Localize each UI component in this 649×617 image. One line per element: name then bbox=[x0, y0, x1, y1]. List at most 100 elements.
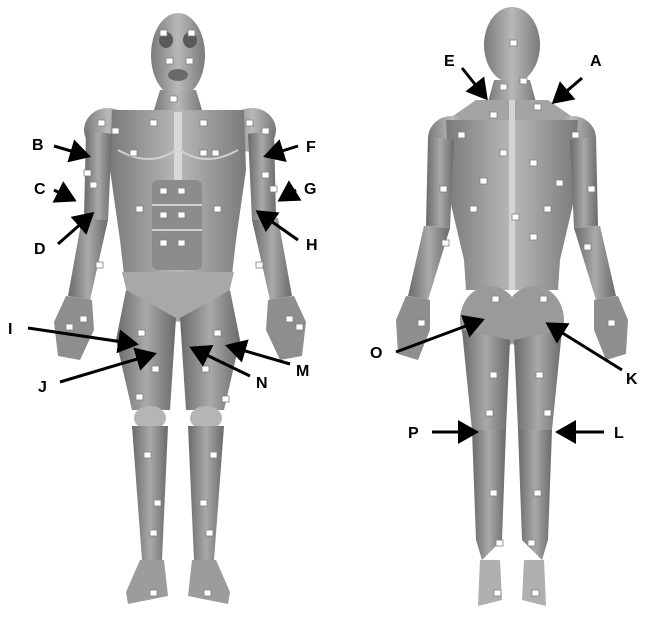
label-box-marker bbox=[490, 112, 497, 118]
label-box-marker bbox=[440, 186, 447, 192]
arrow-E bbox=[462, 68, 486, 98]
label-box-marker bbox=[500, 84, 507, 90]
label-box-marker bbox=[160, 30, 167, 36]
arrow-C bbox=[54, 190, 74, 200]
label-box-marker bbox=[534, 104, 541, 110]
label-box-marker bbox=[84, 170, 91, 176]
label-G: G bbox=[304, 181, 316, 198]
label-J: J bbox=[38, 379, 47, 396]
label-E: E bbox=[444, 53, 455, 70]
label-box-marker bbox=[202, 366, 209, 372]
label-box-marker bbox=[470, 206, 477, 212]
label-box-marker bbox=[572, 132, 579, 138]
label-box-marker bbox=[222, 396, 229, 402]
label-F: F bbox=[306, 139, 316, 156]
label-box-marker bbox=[536, 372, 543, 378]
label-box-marker bbox=[540, 296, 547, 302]
label-box-marker bbox=[200, 500, 207, 506]
label-box-marker bbox=[96, 262, 103, 268]
label-box-marker bbox=[210, 452, 217, 458]
label-M: M bbox=[296, 363, 309, 380]
label-box-marker bbox=[160, 188, 167, 194]
arrow-G bbox=[280, 190, 296, 200]
label-box-marker bbox=[136, 206, 143, 212]
label-box-marker bbox=[152, 366, 159, 372]
back-right-thigh bbox=[514, 330, 562, 430]
label-box-marker bbox=[166, 58, 173, 64]
label-box-marker bbox=[186, 58, 193, 64]
label-N: N bbox=[256, 375, 268, 392]
label-box-marker bbox=[80, 316, 87, 322]
label-box-marker bbox=[588, 186, 595, 192]
label-box-marker bbox=[212, 150, 219, 156]
label-box-marker bbox=[270, 186, 277, 192]
label-box-marker bbox=[544, 410, 551, 416]
label-box-marker bbox=[160, 212, 167, 218]
label-box-marker bbox=[170, 96, 177, 102]
label-box-marker bbox=[154, 500, 161, 506]
label-box-marker bbox=[160, 240, 167, 246]
front-figure bbox=[54, 13, 306, 604]
label-C: C bbox=[34, 181, 46, 198]
label-box-marker bbox=[136, 394, 143, 400]
arrow-A bbox=[554, 78, 582, 102]
label-box-marker bbox=[144, 452, 151, 458]
front-left-shin bbox=[132, 426, 168, 560]
label-A: A bbox=[590, 53, 602, 70]
label-box-marker bbox=[442, 240, 449, 246]
label-box-marker bbox=[90, 182, 97, 188]
label-box-marker bbox=[530, 160, 537, 166]
label-box-marker bbox=[206, 530, 213, 536]
label-box-marker bbox=[556, 180, 563, 186]
label-box-marker bbox=[480, 178, 487, 184]
label-box-marker bbox=[178, 188, 185, 194]
label-box-marker bbox=[138, 330, 145, 336]
label-box-marker bbox=[520, 78, 527, 84]
front-left-hand bbox=[54, 296, 94, 360]
label-box-marker bbox=[534, 490, 541, 496]
label-box-marker bbox=[130, 150, 137, 156]
front-right-foot bbox=[188, 560, 230, 604]
label-box-marker bbox=[286, 316, 293, 322]
back-right-hand bbox=[594, 296, 628, 360]
label-box-marker bbox=[214, 206, 221, 212]
front-right-shin bbox=[188, 426, 224, 560]
label-box-marker bbox=[486, 410, 493, 416]
label-box-marker bbox=[296, 324, 303, 330]
label-I: I bbox=[8, 321, 12, 338]
back-figure bbox=[396, 7, 628, 606]
label-box-marker bbox=[262, 172, 269, 178]
label-box-marker bbox=[608, 320, 615, 326]
label-box-marker bbox=[150, 120, 157, 126]
label-box-marker bbox=[150, 530, 157, 536]
label-box-marker bbox=[510, 40, 517, 46]
label-P: P bbox=[408, 425, 419, 442]
front-left-foot bbox=[126, 560, 168, 604]
label-box-marker bbox=[246, 120, 253, 126]
label-box-marker bbox=[532, 590, 539, 596]
label-box-marker bbox=[458, 132, 465, 138]
label-O: O bbox=[370, 345, 382, 362]
label-box-marker bbox=[584, 244, 591, 250]
label-D: D bbox=[34, 241, 46, 258]
arrow-B bbox=[54, 146, 88, 156]
label-box-marker bbox=[496, 540, 503, 546]
label-box-marker bbox=[178, 212, 185, 218]
label-box-marker bbox=[492, 296, 499, 302]
label-box-marker bbox=[200, 120, 207, 126]
label-box-marker bbox=[150, 590, 157, 596]
label-box-marker bbox=[204, 590, 211, 596]
label-box-marker bbox=[188, 30, 195, 36]
label-box-marker bbox=[214, 330, 221, 336]
label-box-marker bbox=[178, 240, 185, 246]
label-box-marker bbox=[494, 590, 501, 596]
label-box-marker bbox=[98, 120, 105, 126]
label-box-marker bbox=[490, 490, 497, 496]
label-box-marker bbox=[256, 262, 263, 268]
label-box-marker bbox=[544, 206, 551, 212]
label-B: B bbox=[32, 137, 44, 154]
label-box-marker bbox=[66, 324, 73, 330]
label-box-marker bbox=[200, 150, 207, 156]
label-box-marker bbox=[112, 128, 119, 134]
